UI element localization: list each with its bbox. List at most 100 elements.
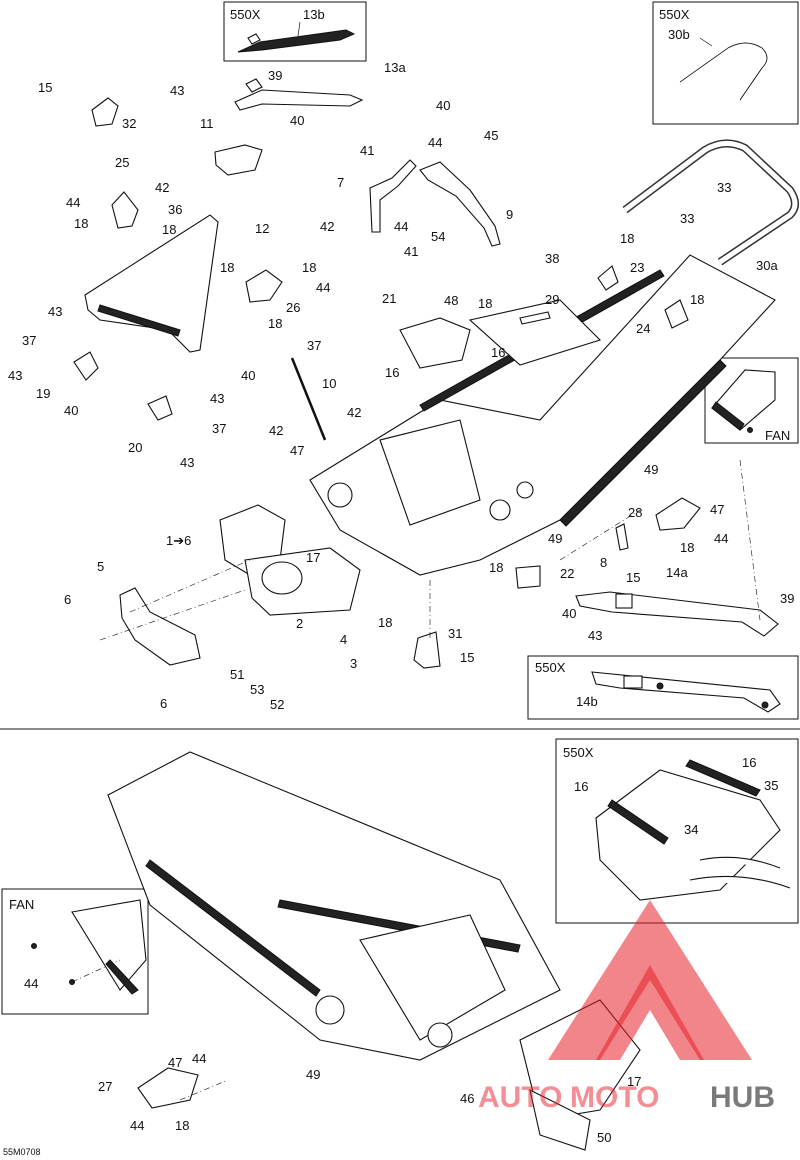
callout-44: 44	[316, 280, 330, 295]
callout-21: 21	[382, 291, 396, 306]
frame-upper	[309, 254, 776, 576]
callout-13b: 13b	[303, 7, 325, 22]
handle-loop-30a	[622, 139, 799, 266]
watermark-logo: AUTO MOTO HUB	[478, 900, 775, 1114]
callout-14a: 14a	[666, 565, 688, 580]
callout-32: 32	[122, 116, 136, 131]
callout-17: 17	[306, 550, 320, 565]
callout-24: 24	[636, 321, 650, 336]
callout-33: 33	[717, 180, 731, 195]
callout-29: 29	[545, 292, 559, 307]
variant-box-title: FAN	[765, 428, 790, 443]
callout-44: 44	[428, 135, 442, 150]
callout-16: 16	[742, 755, 756, 770]
bracket-24	[664, 299, 689, 329]
callout-49: 49	[306, 1067, 320, 1082]
frame-lower	[107, 751, 641, 1151]
callout-40: 40	[562, 606, 576, 621]
assembly-lines	[71, 459, 761, 1101]
callout-42: 42	[320, 219, 334, 234]
callout-13a: 13a	[384, 60, 406, 75]
callout-15: 15	[626, 570, 640, 585]
callout-39: 39	[780, 591, 794, 606]
callout-40: 40	[290, 113, 304, 128]
callout-18: 18	[690, 292, 704, 307]
callout-42: 42	[347, 405, 361, 420]
callout-14b: 14b	[576, 694, 598, 709]
variant-box-title: 550X	[230, 7, 261, 22]
callout-43: 43	[48, 304, 62, 319]
bracket-31	[413, 631, 441, 669]
callout-37: 37	[307, 338, 321, 353]
callout-27: 27	[98, 1079, 112, 1094]
callout-47: 47	[710, 502, 724, 517]
plate-5	[119, 587, 201, 666]
callout-43: 43	[180, 455, 194, 470]
callout-25: 25	[115, 155, 129, 170]
callout-51: 51	[230, 667, 244, 682]
callout-30b: 30b	[668, 27, 690, 42]
callout-48: 48	[444, 293, 458, 308]
rod-7	[369, 159, 417, 233]
callout-34: 34	[684, 822, 698, 837]
variant-box-title: 550X	[535, 660, 566, 675]
callout-17: 17	[627, 1074, 641, 1089]
callout-16: 16	[574, 779, 588, 794]
variant-box-13b: 550X	[223, 1, 367, 62]
callout-40: 40	[436, 98, 450, 113]
bracket-32	[91, 97, 119, 127]
callout-3: 3	[350, 656, 357, 671]
variant-box-title: 550X	[659, 7, 690, 22]
callout-35: 35	[764, 778, 778, 793]
callout-18: 18	[489, 560, 503, 575]
callout-18: 18	[478, 296, 492, 311]
diagram-code: 55M0708	[3, 1147, 41, 1157]
footrest-27	[137, 1067, 199, 1109]
variant-box-30b: 550X	[652, 1, 799, 125]
callouts: 13b 30b 15 32 39 13a 43 40 11 45 44 41 4…	[8, 7, 794, 1145]
callout-43: 43	[170, 83, 184, 98]
callout-10: 10	[322, 376, 336, 391]
bracket-21	[399, 317, 471, 369]
callout-43: 43	[588, 628, 602, 643]
bar-14a	[575, 591, 779, 637]
callout-41: 41	[404, 244, 418, 259]
callout-31: 31	[448, 626, 462, 641]
bracket-20	[147, 395, 173, 421]
bar-13a	[234, 78, 364, 111]
callout-49: 49	[548, 531, 562, 546]
bracket-22	[515, 565, 541, 589]
callout-43: 43	[210, 391, 224, 406]
callout-8: 8	[600, 555, 607, 570]
callout-6: 6	[64, 592, 71, 607]
callout-22: 22	[560, 566, 574, 581]
callout-38: 38	[545, 251, 559, 266]
callout-36: 36	[168, 202, 182, 217]
callout-6: 6	[160, 696, 167, 711]
callout-18: 18	[74, 216, 88, 231]
callout-37: 37	[22, 333, 36, 348]
callout-18: 18	[162, 222, 176, 237]
bracket-11	[214, 144, 263, 176]
callout-7: 7	[337, 175, 344, 190]
callout-52: 52	[270, 697, 284, 712]
bracket-26	[245, 269, 283, 303]
callout-12: 12	[255, 221, 269, 236]
callout-40: 40	[241, 368, 255, 383]
variant-box-fan-bottom: FAN	[1, 888, 149, 1015]
strip-29	[519, 311, 551, 325]
callout-42: 42	[155, 180, 169, 195]
callout-44: 44	[714, 531, 728, 546]
watermark-text-moto: MOTO	[570, 1081, 659, 1114]
callout-47: 47	[290, 443, 304, 458]
callout-42: 42	[269, 423, 283, 438]
callout-50: 50	[597, 1130, 611, 1145]
callout-53: 53	[250, 682, 264, 697]
callout-30a: 30a	[756, 258, 778, 273]
callout-39: 39	[268, 68, 282, 83]
callout-45: 45	[484, 128, 498, 143]
callout-9: 9	[506, 207, 513, 222]
shaft-10	[290, 357, 327, 441]
rod-9	[419, 161, 501, 247]
